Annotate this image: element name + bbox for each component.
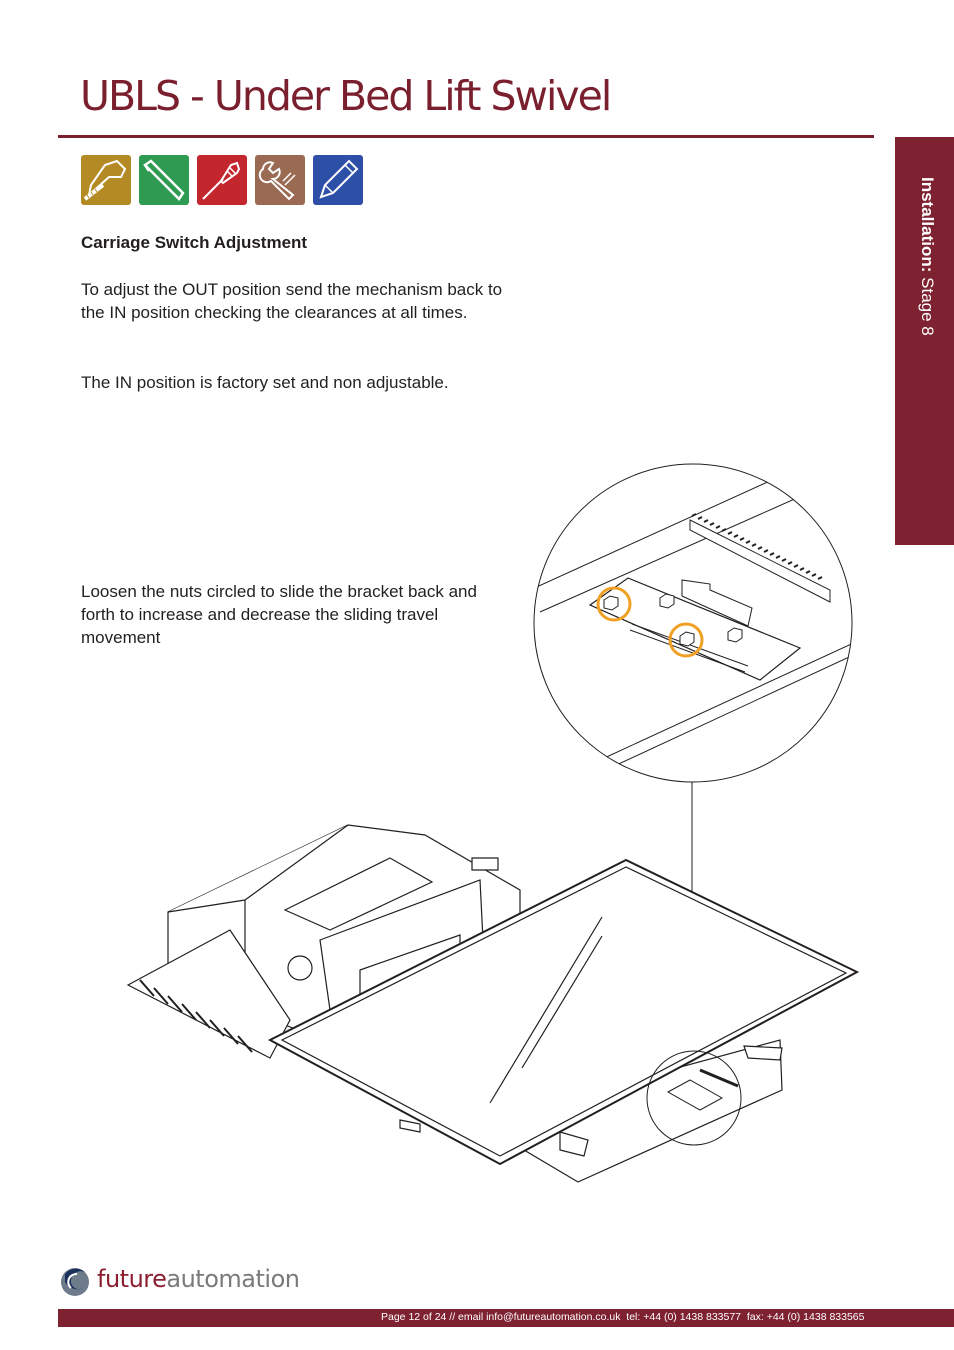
detail-location-marker bbox=[646, 1050, 742, 1146]
highlight-nut-circle bbox=[668, 622, 704, 658]
logo-wordmark-future: future bbox=[97, 1265, 167, 1293]
section-tab bbox=[895, 137, 954, 545]
footer-contact: Page 12 of 24 // email info@futureautoma… bbox=[381, 1311, 865, 1323]
instruction-out-position: To adjust the OUT position send the mech… bbox=[81, 280, 503, 322]
pencil-icon bbox=[313, 155, 363, 205]
title-divider bbox=[58, 135, 874, 138]
hex-key-icon bbox=[139, 155, 189, 205]
page-title: UBLS - Under Bed Lift Swivel bbox=[80, 72, 612, 120]
future-automation-logo-icon bbox=[61, 1268, 89, 1296]
logo-wordmark-automation: automation bbox=[166, 1265, 300, 1293]
section-tab-label-bold: Installation: bbox=[918, 177, 937, 273]
screwdriver-icon bbox=[197, 155, 247, 205]
section-tab-label: Installation: Stage 8 bbox=[917, 177, 937, 336]
instruction-in-position: The IN position is factory set and non a… bbox=[81, 373, 449, 392]
lift-mechanism bbox=[126, 824, 860, 1183]
section-tab-label-stage: Stage 8 bbox=[918, 272, 937, 336]
footer-bar bbox=[58, 1309, 954, 1327]
detail-zoom-view bbox=[533, 463, 853, 783]
highlight-nut-circle bbox=[596, 586, 632, 622]
section-heading: Carriage Switch Adjustment bbox=[81, 233, 308, 252]
spanner-icon bbox=[255, 155, 305, 205]
instruction-loosen-nuts: Loosen the nuts circled to slide the bra… bbox=[81, 582, 477, 647]
tape-measure-icon bbox=[81, 155, 131, 205]
logo-wordmark: futureautomation bbox=[97, 1265, 300, 1293]
